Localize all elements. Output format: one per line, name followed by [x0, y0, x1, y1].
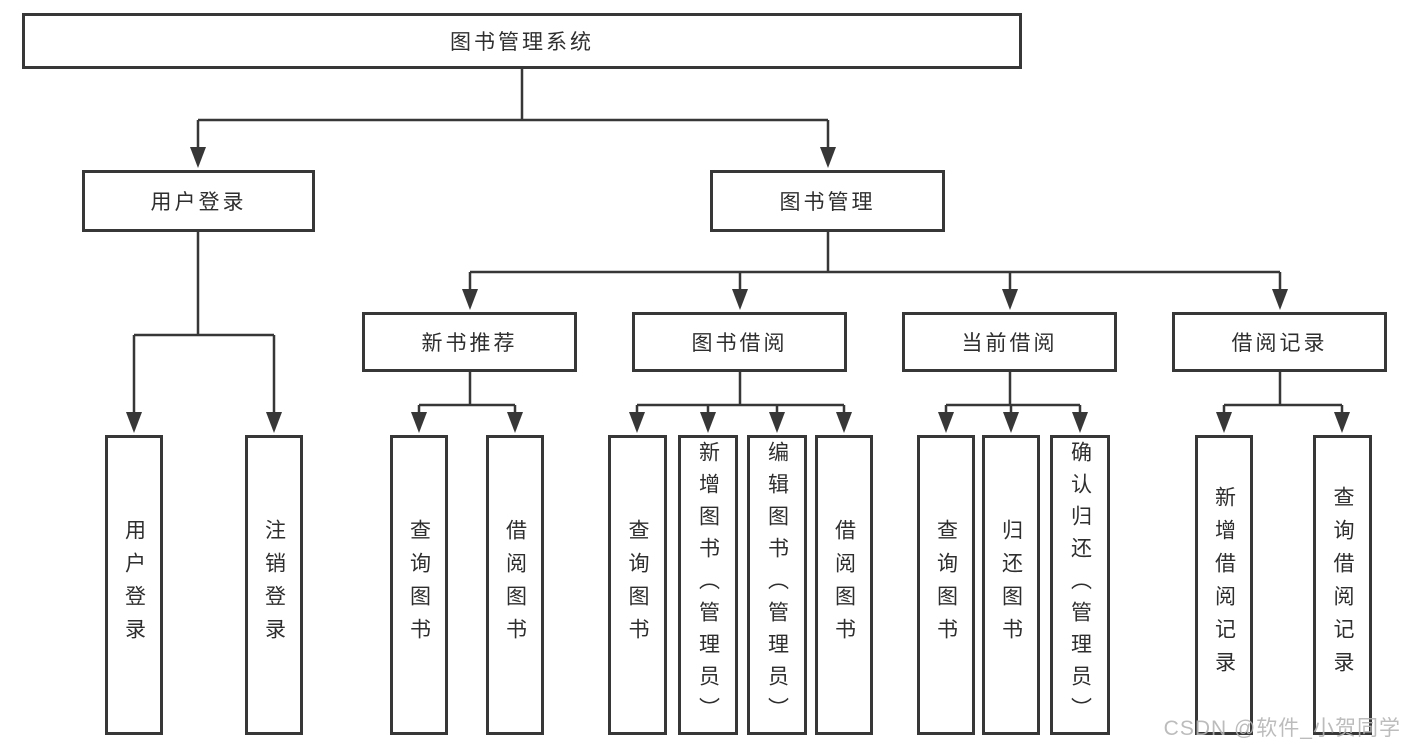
leaf-query-books-current: 查询图书 — [917, 435, 975, 735]
arrowhead — [1072, 412, 1088, 433]
leaf-borrow-books-recommend: 借阅图书 — [486, 435, 544, 735]
connector-bookborrow-to-leaves — [635, 372, 846, 416]
arrowhead — [462, 289, 478, 310]
arrowhead — [1216, 412, 1232, 433]
arrowhead — [700, 412, 716, 433]
arrowhead — [507, 412, 523, 433]
node-book-borrow: 图书借阅 — [632, 312, 847, 372]
arrowhead — [769, 412, 785, 433]
arrowhead — [266, 412, 282, 433]
arrowhead — [126, 412, 142, 433]
leaf-query-borrow-record: 查询借阅记录 — [1313, 435, 1372, 735]
leaf-add-borrow-record: 新增借阅记录 — [1195, 435, 1253, 735]
leaf-add-books-admin: 新增图书（管理员） — [678, 435, 738, 735]
arrowhead — [1002, 289, 1018, 310]
csdn-watermark: CSDN @软件_小贺同学 — [1163, 717, 1401, 740]
arrowhead — [836, 412, 852, 433]
connector-newbook-to-leaves — [417, 372, 517, 416]
leaf-confirm-return-admin: 确认归还（管理员） — [1050, 435, 1110, 735]
arrowhead — [629, 412, 645, 433]
node-book-manage: 图书管理 — [710, 170, 945, 232]
node-user-login: 用户登录 — [82, 170, 315, 232]
leaf-edit-books-admin: 编辑图书（管理员） — [747, 435, 807, 735]
connector-userlogin-to-leaves — [132, 232, 276, 415]
node-current-borrow: 当前借阅 — [902, 312, 1117, 372]
arrowhead — [820, 147, 836, 168]
arrowhead — [938, 412, 954, 433]
arrowhead — [1272, 289, 1288, 310]
connector-root-to-level2 — [196, 68, 830, 150]
leaf-user-login: 用户登录 — [105, 435, 163, 735]
node-root: 图书管理系统 — [22, 13, 1022, 69]
node-borrow-record: 借阅记录 — [1172, 312, 1387, 372]
node-new-book-recommend: 新书推荐 — [362, 312, 577, 372]
arrowhead — [1003, 412, 1019, 433]
arrowhead — [732, 289, 748, 310]
arrowhead — [190, 147, 206, 168]
arrowheads — [126, 147, 1350, 433]
arrowhead — [1334, 412, 1350, 433]
leaf-return-books: 归还图书 — [982, 435, 1040, 735]
leaf-query-books-borrow: 查询图书 — [608, 435, 667, 735]
leaf-borrow-books: 借阅图书 — [815, 435, 873, 735]
connector-currentborrow-to-leaves — [944, 372, 1082, 416]
arrowhead — [411, 412, 427, 433]
leaf-logout: 注销登录 — [245, 435, 303, 735]
connector-bookmanage-to-level3 — [468, 232, 1282, 292]
leaf-query-books-recommend: 查询图书 — [390, 435, 448, 735]
connector-borrowrecord-to-leaves — [1222, 372, 1344, 416]
